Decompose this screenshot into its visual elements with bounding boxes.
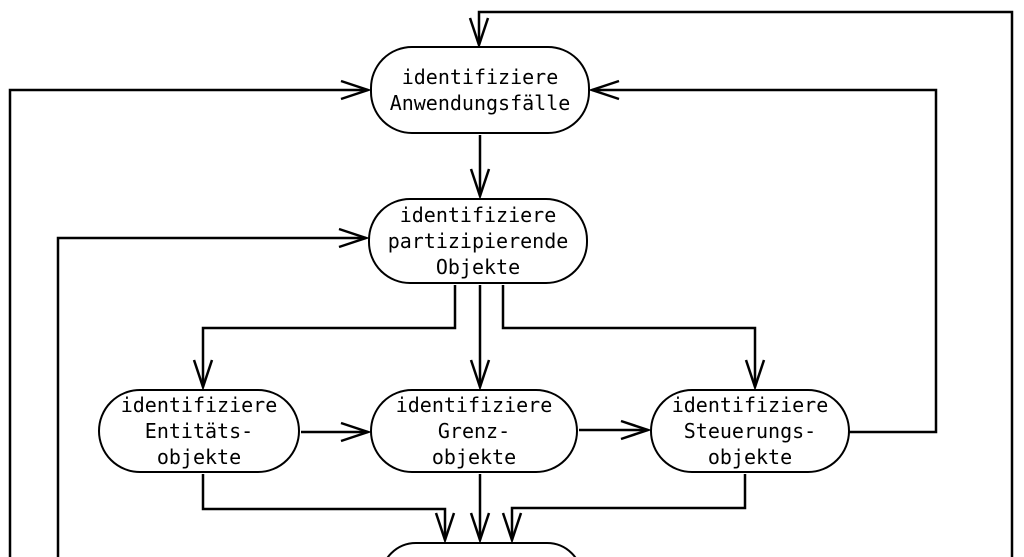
edge-feedback-left-inner-to-partizipierende-left-arrowhead xyxy=(338,227,370,249)
node-label-partizipierende-objekte: identifiziere partizipierende Objekte xyxy=(387,203,569,279)
edge-partizipierende-to-entitaets xyxy=(201,285,457,387)
edge-feedback-left-outer-to-anwendungsfaelle-left xyxy=(8,88,368,557)
node-label-steuerungsobjekte: identifiziere Steuerungs- objekte xyxy=(671,393,829,469)
edge-partizipierende-to-entitaets-arrowhead xyxy=(192,359,214,391)
edge-partizipierende-to-grenz-arrowhead xyxy=(469,359,491,391)
edge-feedback-left-outer-to-anwendungsfaelle-left-arrowhead xyxy=(340,79,372,101)
edge-entitaets-to-bottom-node-arrowhead xyxy=(434,512,456,544)
edge-feedback-right-outer-to-anwendungsfaelle-top xyxy=(477,10,1014,557)
node-identifiziere-partizipierende-objekte: identifiziere partizipierende Objekte xyxy=(368,198,588,284)
node-identifiziere-grenzobjekte: identifiziere Grenz- objekte xyxy=(370,389,578,473)
edge-grenz-to-bottom-node-arrowhead xyxy=(469,512,491,544)
node-identifiziere-steuerungsobjekte: identifiziere Steuerungs- objekte xyxy=(650,389,850,473)
edge-steuerungs-to-bottom-node-arrowhead xyxy=(501,512,523,544)
edge-feedback-right-outer-to-anwendungsfaelle-top-arrowhead xyxy=(468,17,490,49)
node-label-anwendungsfaelle: identifiziere Anwendungsfälle xyxy=(389,65,571,115)
node-bottom-partial xyxy=(380,542,583,557)
edge-entitaets-to-bottom-node xyxy=(201,474,447,540)
edge-partizipierende-to-steuerungs-arrowhead xyxy=(744,359,766,391)
edge-partizipierende-to-steuerungs xyxy=(501,285,757,387)
node-identifiziere-entitaetsobjekte: identifiziere Entitäts- objekte xyxy=(98,389,300,473)
edge-steuerungs-to-anwendungsfaelle-right-arrowhead xyxy=(588,79,620,101)
edge-steuerungs-to-bottom-node xyxy=(510,474,747,540)
edge-grenz-to-steuerungs-arrowhead xyxy=(620,419,652,441)
edge-steuerungs-to-anwendungsfaelle-right xyxy=(592,88,938,434)
node-label-grenzobjekte: identifiziere Grenz- objekte xyxy=(395,393,553,469)
node-label-entitaetsobjekte: identifiziere Entitäts- objekte xyxy=(120,393,278,469)
edge-feedback-left-inner-to-partizipierende-left xyxy=(56,236,366,557)
edge-entitaets-to-grenz-arrowhead xyxy=(340,421,372,443)
edge-anwendungsfaelle-to-partizipierende-arrowhead xyxy=(469,168,491,200)
node-identifiziere-anwendungsfaelle: identifiziere Anwendungsfälle xyxy=(370,46,590,134)
